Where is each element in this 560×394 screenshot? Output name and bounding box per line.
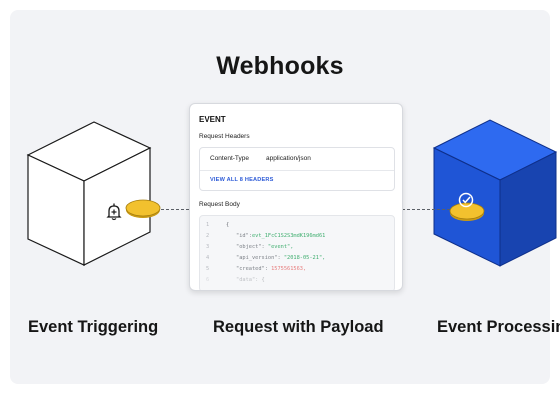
left-dashed-connector: [161, 209, 189, 210]
code-key: "data": [236, 277, 256, 283]
header-key: Content-Type: [210, 155, 250, 162]
check-circle-icon: [458, 192, 474, 208]
right-dashed-connector: [402, 209, 450, 210]
line-number: 5: [206, 266, 210, 272]
event-processing-label: Event Processing: [437, 318, 560, 336]
view-all-headers-link[interactable]: VIEW ALL 8 HEADERS: [210, 177, 274, 183]
headers-box: Content-Type application/json VIEW ALL 8…: [199, 147, 395, 191]
line-number: 2: [206, 233, 210, 239]
request-payload-label: Request with Payload: [213, 318, 384, 336]
code-key: "id": [236, 233, 249, 239]
page-title: Webhooks: [216, 52, 344, 80]
code-key: "api_version": [236, 255, 278, 261]
request-headers-label: Request Headers: [199, 133, 250, 140]
code-key: "object": [236, 244, 262, 250]
right-connector-disc: [449, 202, 485, 221]
left-connector-disc: [125, 199, 161, 218]
processing-cube: [432, 119, 558, 267]
code-value: {: [261, 277, 265, 283]
line-number: 6: [206, 277, 210, 283]
code-value: "2018-05-21",: [283, 255, 326, 261]
request-body-label: Request Body: [199, 201, 240, 208]
header-row: Content-Type application/json: [200, 148, 394, 171]
header-value: application/json: [266, 155, 311, 162]
request-body-code: 1 { 2 "id":evt_1FcC1S2S3mdK196md61 3 "ob…: [199, 215, 395, 290]
line-number: 4: [206, 255, 210, 261]
code-value: evt_1FcC1S2S3mdK196md61: [251, 233, 326, 239]
code-text: {: [226, 222, 230, 228]
code-value: "event",: [267, 244, 294, 250]
bell-plus-icon: [106, 203, 122, 221]
event-payload-card: EVENT Request Headers Content-Type appli…: [189, 103, 403, 291]
code-key: "created": [236, 266, 265, 272]
card-title: EVENT: [199, 115, 226, 124]
line-number: 1: [206, 222, 210, 228]
event-triggering-label: Event Triggering: [28, 318, 159, 336]
line-number: 3: [206, 244, 210, 250]
trigger-cube: [26, 121, 152, 266]
code-value: 1575561563,: [271, 266, 307, 272]
